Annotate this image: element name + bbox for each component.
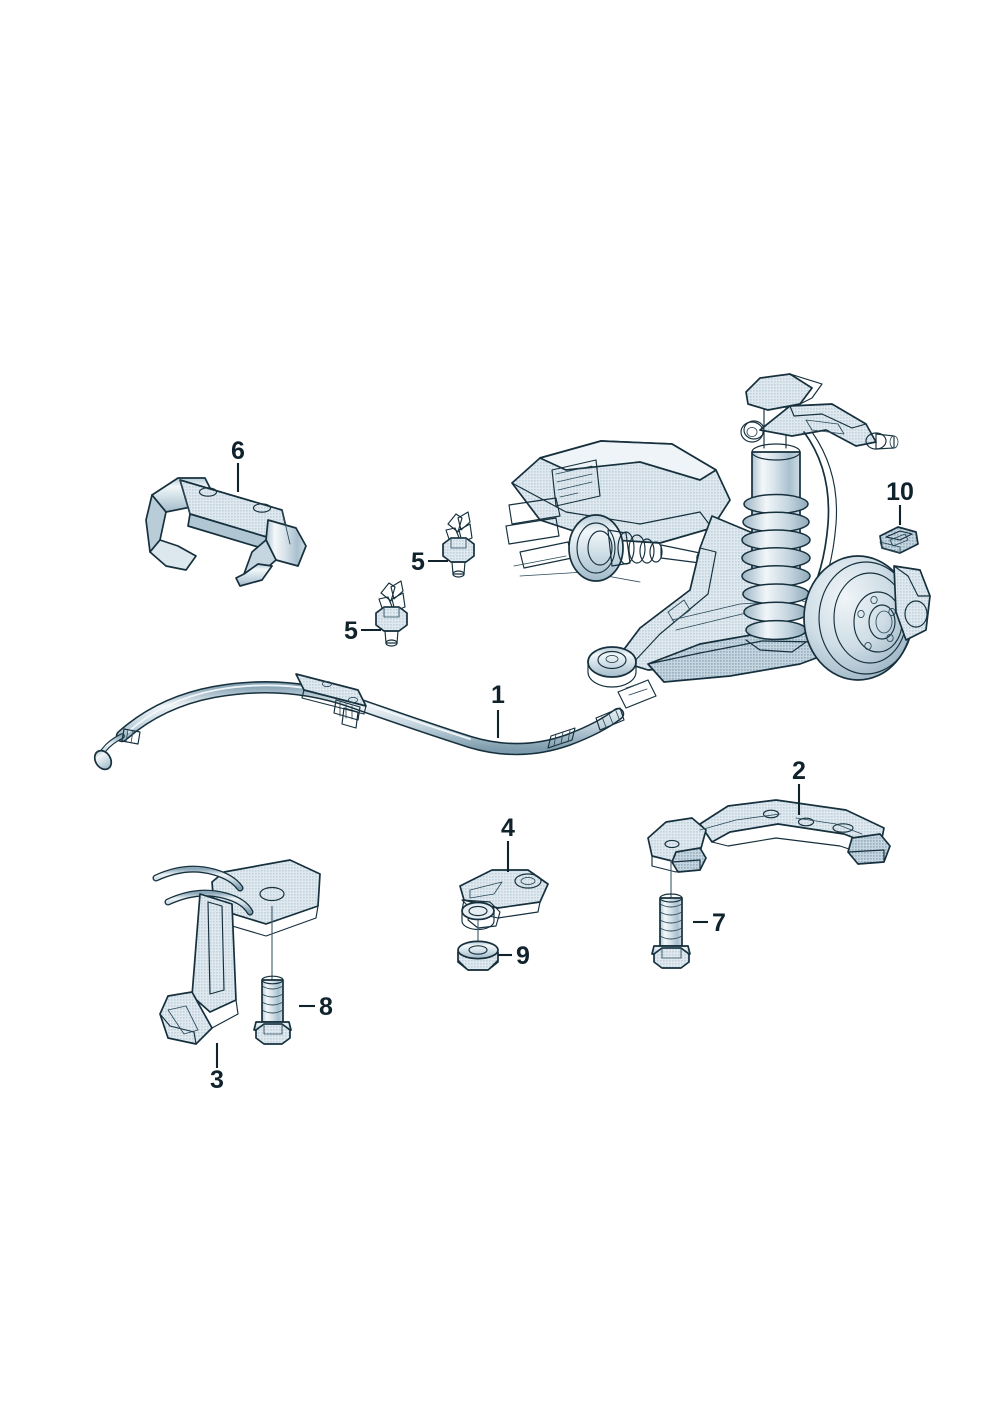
cable-ferrule-right (547, 727, 576, 749)
coil-spring (741, 493, 811, 653)
part-8-hex-flange-bolt-short (253, 906, 292, 1045)
callout-number-3: 3 (210, 1066, 224, 1094)
part-4-cable-lever-plate (459, 869, 549, 931)
callout-number-7: 7 (712, 909, 726, 937)
part-6-cable-mounting-clamp (145, 477, 307, 587)
callout-numbers: 1 2 3 4 5 5 6 7 8 9 10 (210, 437, 914, 1094)
callout-number-5a: 5 (411, 548, 425, 576)
part-3-cable-guide-bracket-hook (152, 859, 321, 1045)
part-5b-cable-clip-fastener (375, 580, 408, 647)
part-7-hex-flange-bolt-long (651, 860, 691, 969)
cable-arm-attachment (595, 679, 657, 731)
callout-number-5b: 5 (344, 617, 358, 645)
callout-number-9: 9 (516, 942, 530, 970)
subframe-axle-beam (505, 440, 731, 583)
callout-number-1: 1 (491, 681, 505, 709)
part-5a-cable-clip-fastener (442, 511, 475, 578)
upper-control-arm (743, 403, 899, 450)
callout-number-2: 2 (792, 757, 806, 785)
brake-caliper (893, 565, 931, 641)
brake-disc (803, 555, 931, 681)
cable-strap-bracket (295, 673, 367, 729)
callout-number-4: 4 (501, 814, 515, 842)
part-1-parking-brake-cable (93, 673, 657, 771)
part-2-cable-retaining-bracket-long (647, 799, 891, 873)
part-10-cable-retaining-clip-small (879, 526, 919, 554)
part-9-hex-flange-nut (457, 920, 499, 971)
cable-ferrule-mid (333, 699, 361, 721)
cable-end-fitting (93, 728, 141, 771)
callout-leaders (215, 463, 902, 1068)
rear-suspension-assembly (505, 373, 931, 688)
callout-number-6: 6 (231, 437, 245, 465)
cv-joint-boot (568, 514, 704, 582)
callout-number-10: 10 (886, 478, 914, 506)
callout-number-8: 8 (319, 993, 333, 1021)
